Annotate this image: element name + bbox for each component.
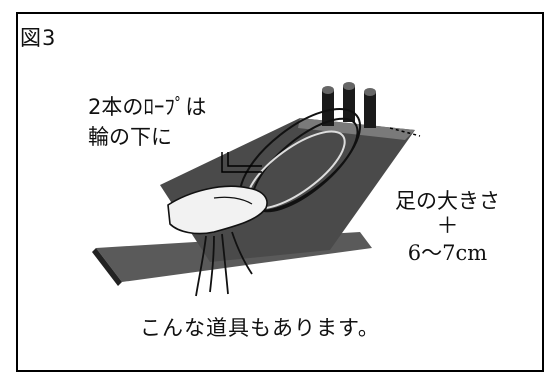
size-annotation: 足の大きさ ＋ 6～7cm: [395, 188, 500, 266]
plus-sign: ＋: [436, 214, 459, 239]
rope-annotation: 2本のﾛｰﾌﾟは 輪の下に: [88, 92, 206, 152]
figure-label: 図3: [20, 26, 57, 50]
size-range: 6～7cm: [407, 241, 488, 265]
back-board: [160, 118, 415, 262]
hand: [167, 185, 268, 235]
guide-line: [389, 127, 421, 137]
pegs: [322, 82, 376, 128]
rope-annotation-line1: 2本のﾛｰﾌﾟは: [88, 95, 207, 119]
figure-caption: こんな道具もあります。: [140, 316, 380, 340]
rope-ends: [195, 231, 253, 297]
rope-annotation-line2: 輪の下に: [88, 125, 172, 149]
size-annotation-line1: 足の大きさ: [395, 189, 500, 213]
